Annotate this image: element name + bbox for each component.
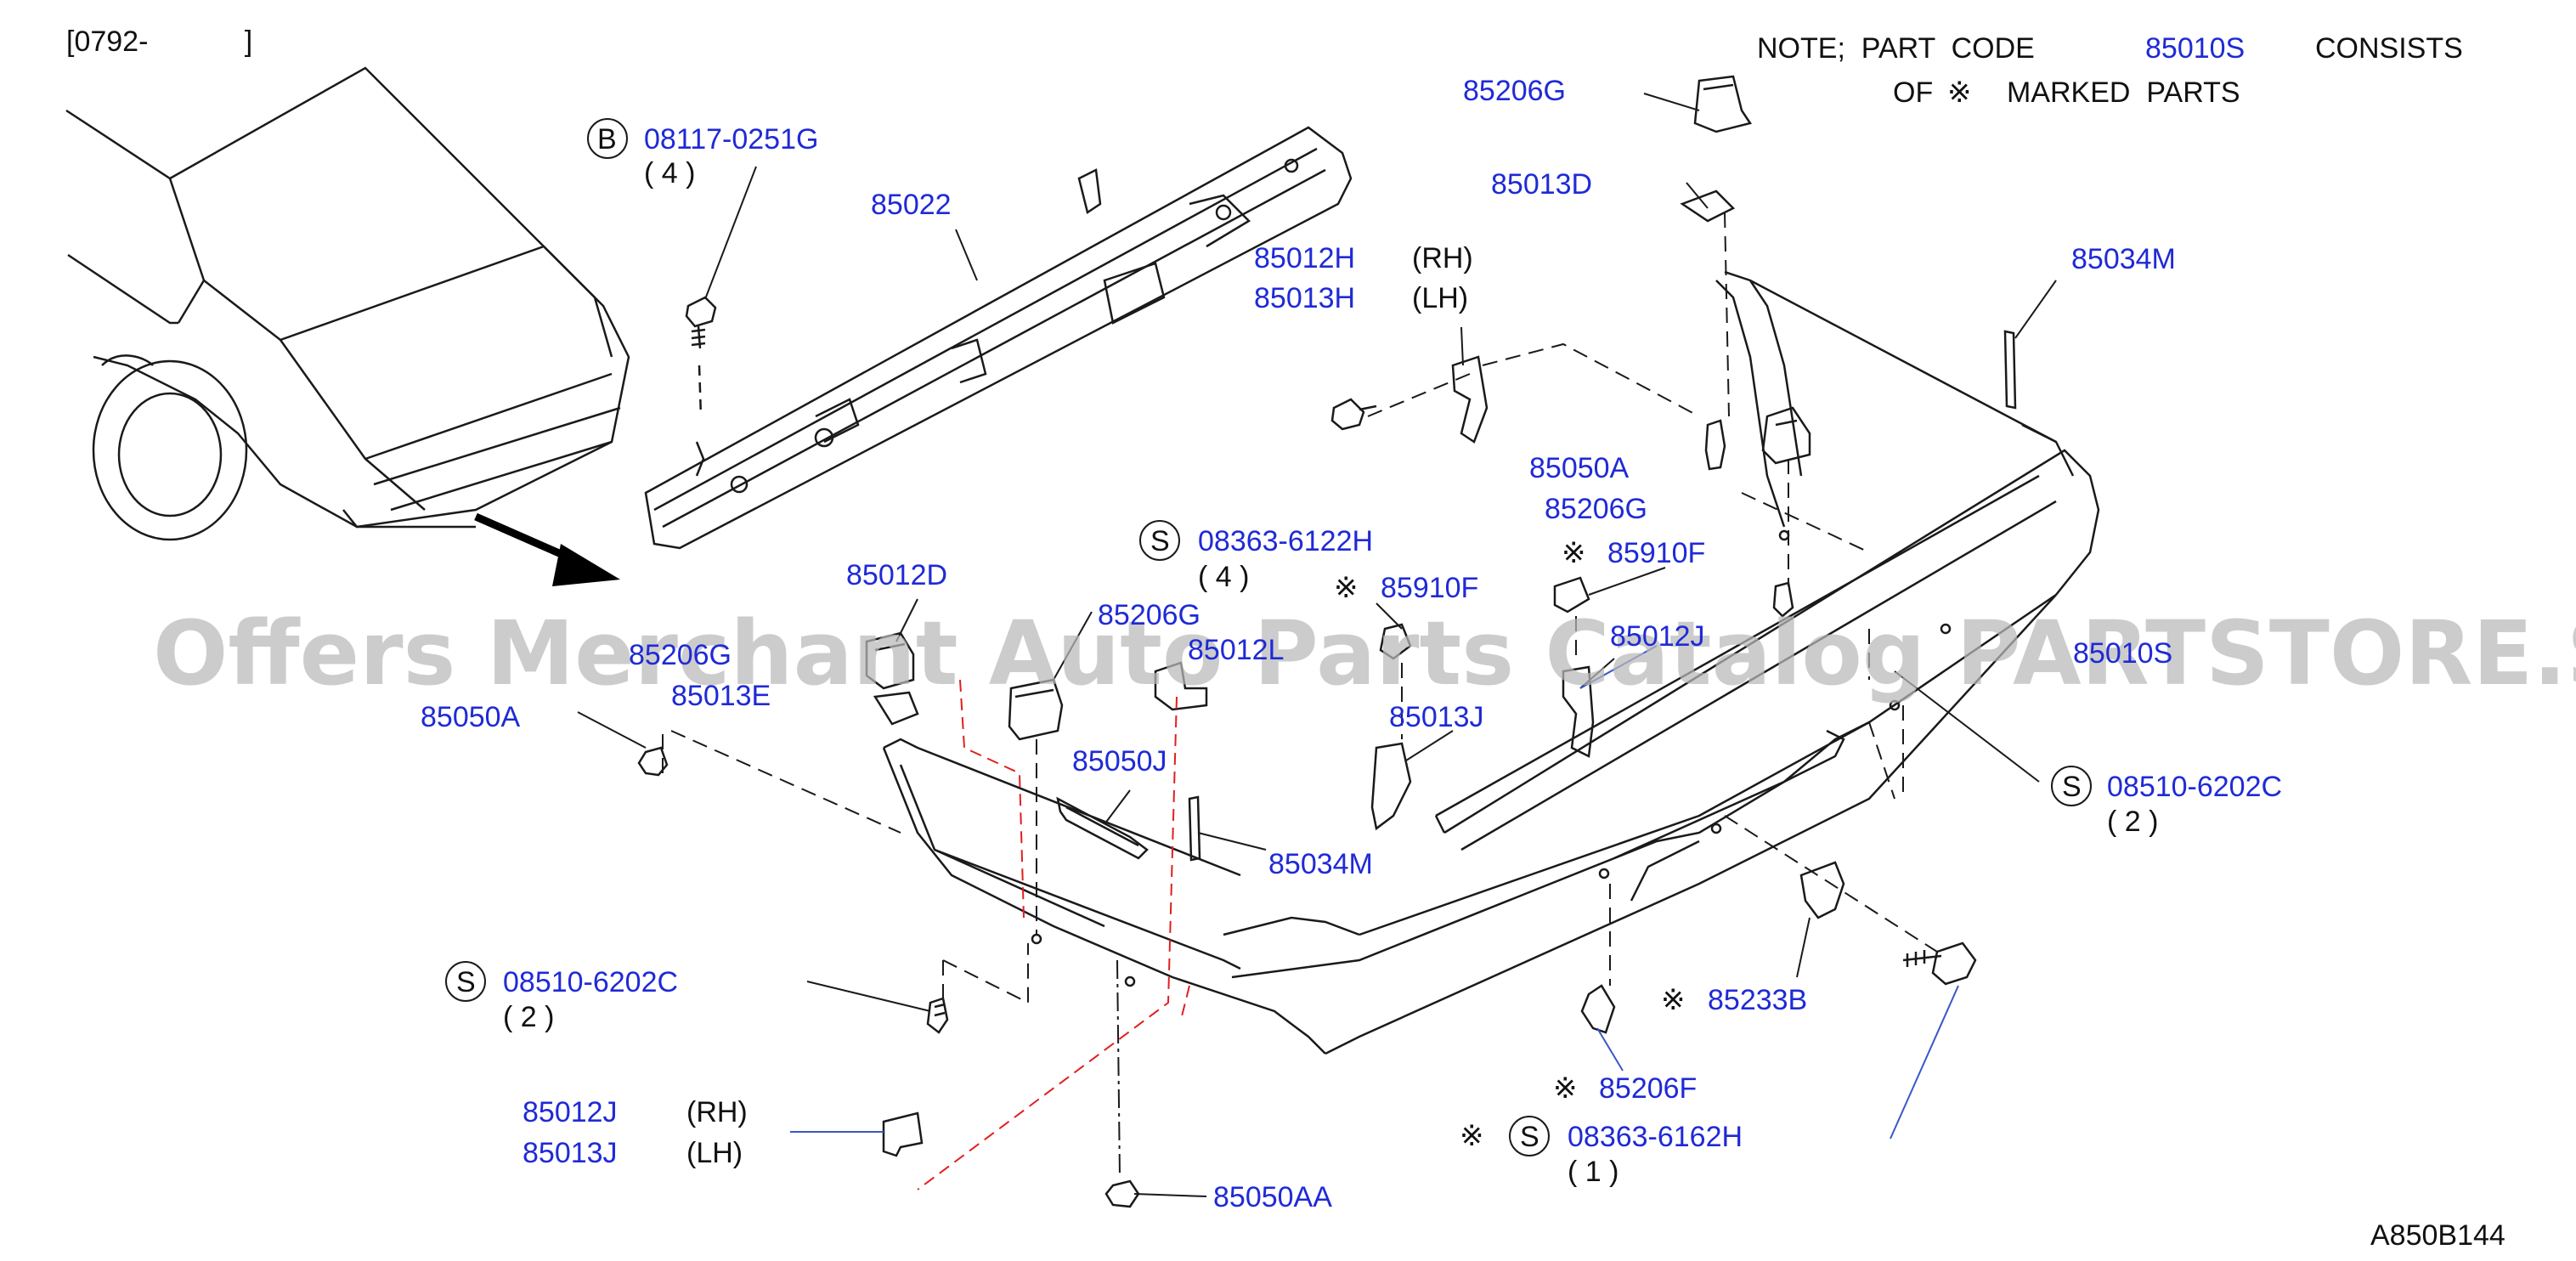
part-85012J-bottom-side: (RH): [686, 1096, 748, 1128]
screw-s-symbol-08363-6122H-icon: [1139, 520, 1180, 561]
part-08510-6202C-right[interactable]: 08510-6202C: [2107, 771, 2282, 803]
red-alignment-lines: [917, 679, 1190, 1190]
part-85050A-right[interactable]: 85050A: [1529, 452, 1630, 484]
part-85013J-mid[interactable]: 85013J: [1389, 701, 1484, 733]
part-85034M-top[interactable]: 85034M: [2071, 243, 2176, 275]
part-85206G-mid[interactable]: 85206G: [1098, 599, 1200, 631]
part-85012D[interactable]: 85012D: [846, 559, 947, 591]
figure-id: A850B144: [2370, 1219, 2505, 1252]
bolt-b-symbol-letter: B: [597, 123, 617, 156]
assembly-guide-lines: [662, 212, 1938, 1178]
part-85206G-right[interactable]: 85206G: [1545, 493, 1647, 525]
part-85013D[interactable]: 85013D: [1491, 168, 1592, 201]
part-85012J-partial[interactable]: 85012J: [1610, 620, 1705, 653]
part-85206F[interactable]: 85206F: [1599, 1072, 1697, 1105]
bumper-fascia-85022-assembly: [882, 270, 2100, 1055]
screw-s-letter-08363-6162H: S: [1520, 1121, 1539, 1153]
blue-leader-lines: [790, 645, 1959, 1139]
part-85206G-top[interactable]: 85206G: [1463, 75, 1566, 107]
note-mark-icon: ※: [1947, 76, 1972, 109]
screw-s-symbol-08510-right-icon: [2051, 766, 2092, 806]
part-85012L-partial[interactable]: 85012L: [1188, 634, 1284, 666]
part-85012H[interactable]: 85012H: [1254, 242, 1355, 274]
bolt-08117-icon: [685, 296, 717, 417]
part-85010S-partial[interactable]: 85010S: [2073, 637, 2172, 670]
part-08363-6122H[interactable]: 08363-6122H: [1198, 525, 1373, 557]
part-85013H-side: (LH): [1412, 282, 1468, 314]
mark-85206F-icon: ※: [1553, 1072, 1578, 1105]
part-08510-6202C-right-qty: ( 2 ): [2107, 806, 2158, 838]
screw-s-symbol-08510-left-icon: [445, 961, 486, 1002]
part-85012H-side: (RH): [1412, 242, 1473, 274]
part-85050AA[interactable]: 85050AA: [1213, 1181, 1332, 1213]
part-85013J-bottom-side: (LH): [686, 1137, 743, 1169]
part-08510-6202C-left-qty: ( 2 ): [503, 1001, 554, 1033]
note-line1-prefix: NOTE; PART CODE: [1757, 32, 2035, 65]
part-85206G-left-partial[interactable]: 85206G: [629, 639, 732, 671]
watermark-text: Offers Merchant Auto Parts Catalog PARTS…: [153, 602, 2576, 705]
note: NOTE; PART CODE 85010S CONSISTS OF ※ MAR…: [1757, 32, 2463, 109]
part-85910F-right[interactable]: 85910F: [1607, 537, 1705, 569]
part-08510-6202C-left[interactable]: 08510-6202C: [503, 966, 678, 998]
mark-85910F-mid-icon: ※: [1334, 572, 1359, 604]
screw-s-letter-08363-6122H: S: [1150, 525, 1170, 557]
bumper-reinforcement-85022: [644, 126, 1353, 550]
note-line1-suffix: CONSISTS: [2315, 32, 2463, 65]
bolt-b-symbol-icon: [587, 118, 628, 159]
part-08117-0251G-qty: ( 4 ): [644, 157, 695, 189]
part-08117-0251G[interactable]: 08117-0251G: [644, 123, 818, 156]
screw-s-letter-08510-left: S: [456, 966, 476, 998]
car-outline-illustration: [65, 66, 630, 541]
part-08363-6162H[interactable]: 08363-6162H: [1568, 1121, 1743, 1153]
note-line2-prefix: OF: [1893, 76, 1933, 109]
part-85013J-bottom[interactable]: 85013J: [523, 1137, 618, 1169]
screw-s-letter-08510-right: S: [2062, 771, 2082, 803]
part-85050A-left[interactable]: 85050A: [421, 701, 521, 733]
part-85012J-bottom[interactable]: 85012J: [523, 1096, 618, 1128]
part-85034M-mid[interactable]: 85034M: [1268, 848, 1373, 880]
note-part-code[interactable]: 85010S: [2145, 32, 2245, 65]
mark-85233B-icon: ※: [1661, 984, 1686, 1016]
part-85910F-mid[interactable]: 85910F: [1381, 572, 1478, 604]
leader-lines: [577, 93, 2057, 1197]
side-brackets: [637, 75, 2017, 1208]
mark-85910F-right-icon: ※: [1562, 537, 1586, 569]
screw-s-symbol-08363-6162H-icon: [1509, 1116, 1550, 1156]
part-85233B[interactable]: 85233B: [1708, 984, 1807, 1016]
direction-arrow-icon: [474, 512, 620, 586]
note-line2-suffix: MARKED PARTS: [2007, 76, 2240, 109]
part-85050J[interactable]: 85050J: [1072, 745, 1167, 778]
date-code: [0792- ]: [66, 25, 252, 58]
part-08363-6122H-qty: ( 4 ): [1198, 561, 1249, 593]
part-08363-6162H-qty: ( 1 ): [1568, 1156, 1618, 1188]
mark-08363-6162H-icon: ※: [1460, 1120, 1484, 1152]
part-85022[interactable]: 85022: [871, 189, 952, 221]
part-85013E[interactable]: 85013E: [671, 680, 771, 712]
part-85013H[interactable]: 85013H: [1254, 282, 1355, 314]
